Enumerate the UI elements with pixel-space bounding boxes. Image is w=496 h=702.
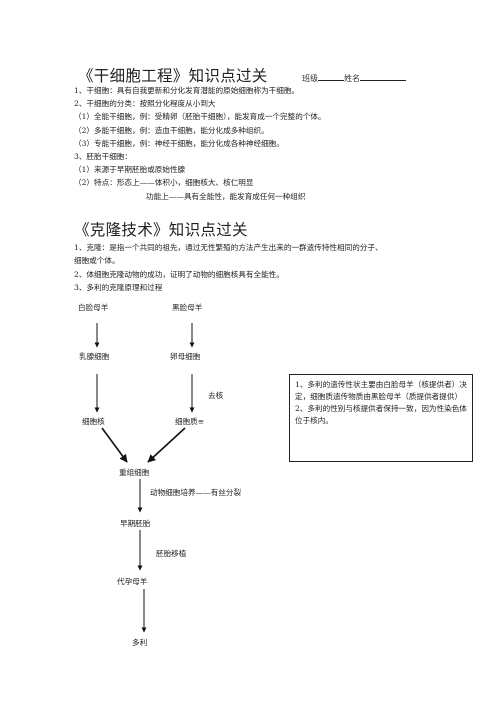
stem-line-6: 3、胚胎干细胞： (74, 152, 132, 161)
flow-early-embryo: 早期胚胎 (120, 519, 151, 528)
arrow-cytoplasm-to-recombinant (147, 427, 186, 463)
flow-nucleus: 细胞核 (82, 417, 105, 426)
note-1: 1、多利的遗传性状主要由白脸母羊（核提供者）决定，细胞质遗传物质由黑脸母羊（质提… (295, 380, 467, 401)
flow-surrogate: 代孕母羊 (117, 577, 148, 586)
flow-white-sheep: 白脸母羊 (78, 303, 109, 312)
arrow-nucleus-to-recombinant (101, 427, 128, 463)
flow-transfer: 胚胎移植 (156, 549, 187, 558)
stem-line-7: （1）来源于早期胚胎或原始性腺 (74, 165, 186, 174)
clone-line-4: 3、多利的克隆原理和过程 (74, 283, 163, 292)
flow-mammary-cell: 乳腺细胞 (79, 352, 110, 361)
class-blank (318, 72, 344, 81)
stem-line-5: （3）专能干细胞，例：神经干细胞，能分化成各种神经细胞。 (74, 139, 284, 148)
flow-recombinant-cell: 重组细胞 (119, 468, 150, 477)
class-name-fields: 班级 姓名 (302, 72, 406, 84)
flow-cytoplasm: 细胞质≡ (175, 417, 205, 426)
class-label: 班级 (302, 74, 318, 83)
name-label: 姓名 (344, 74, 360, 83)
stem-line-9: 功能上——具有全能性，能发育成任何一种组织 (146, 192, 306, 201)
note-2: 2、多利的性别与核提供者保持一致，因为性染色体位于核内。 (295, 404, 467, 425)
stem-line-2: 2、干细胞的分类：按照分化程度从小到大 (74, 99, 216, 108)
flow-remove-nucleus: 去核 (208, 391, 224, 400)
clone-line-1: 1、克隆：是指一个共同的祖先，通过无性繁殖的方法产生出来的一群遗传特性相同的分子… (74, 243, 383, 252)
stem-line-4: （2）多能干细胞，例：造血干细胞，能分化成多种组织。 (74, 126, 269, 135)
flow-black-sheep: 黑脸母羊 (172, 303, 203, 312)
flow-egg-cell: 卵母细胞 (170, 352, 201, 361)
notes-box: 1、多利的遗传性状主要由白脸母羊（核提供者）决定，细胞质遗传物质由黑脸母羊（质提… (289, 374, 473, 462)
stem-line-3: （1）全能干细胞，例：受精卵（胚胎干细胞），能发育成一个完整的个体。 (74, 112, 326, 121)
flow-dolly: 多利 (132, 638, 148, 647)
stem-line-8: （2）特点：形态上——体积小，细胞核大、核仁明显 (74, 178, 254, 187)
stem-line-1: 1、干细胞：具有自我更新和分化发育潜能的原始细胞称为干细胞。 (74, 86, 300, 95)
stem-cell-title: 《干细胞工程》知识点过关 (78, 67, 268, 85)
name-blank (360, 72, 406, 81)
clone-line-2: 细胞或个体。 (74, 256, 120, 265)
clone-line-3: 2、体细胞克隆动物的成功，证明了动物的细胞核具有全能性。 (74, 270, 284, 279)
cloning-title: 《克隆技术》知识点过关 (74, 221, 248, 239)
flow-culture: 动物细胞培养——有丝分裂 (150, 488, 242, 497)
